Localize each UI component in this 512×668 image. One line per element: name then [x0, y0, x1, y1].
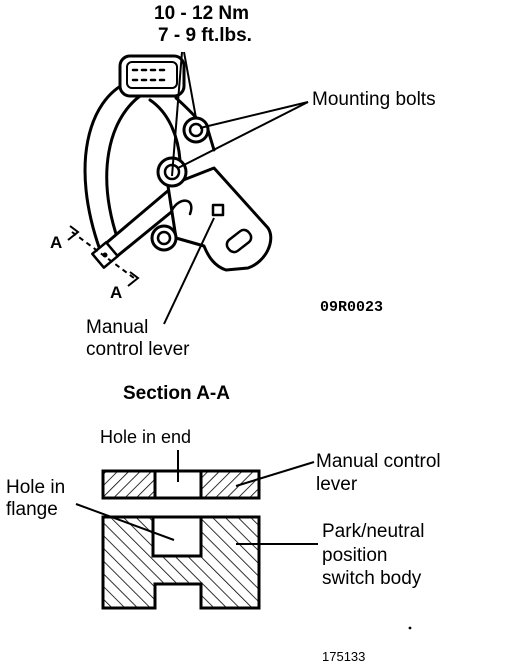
manual-control-lever-label-line2: control lever — [86, 339, 190, 360]
switch-body-label-line2: position — [322, 545, 388, 566]
hole-in-flange-leader — [75, 503, 175, 541]
lever-plate-slot — [225, 228, 253, 254]
manual-control-lever-label-line1: Manual — [86, 317, 149, 338]
section-cut-line — [71, 231, 135, 279]
upper-leader-lines — [67, 51, 309, 325]
mounting-bolt-lower — [150, 224, 178, 252]
switch-body-label-line1: Park/neutral — [322, 521, 425, 542]
lower-leader-lines — [75, 450, 318, 545]
mounting-bolts-leader-lower — [177, 101, 309, 169]
section-marker-upper: A — [50, 233, 63, 252]
switch-body-label-line3: switch body — [322, 568, 422, 589]
figure-code-upper: 09R0023 — [320, 299, 384, 316]
section-flange-hole — [151, 515, 203, 558]
mounting-bolt-upper — [182, 116, 210, 144]
switch-housing-inner-arc — [105, 94, 142, 242]
torque-leader-right — [183, 51, 197, 119]
hole-in-flange-label-line2: flange — [6, 499, 58, 520]
switch-housing-mid — [148, 98, 182, 162]
section-lever-right — [199, 469, 261, 500]
section-lever-leader — [235, 461, 315, 487]
section-lever-left — [101, 469, 157, 500]
torque-leader-left — [171, 51, 183, 177]
section-manual-control-label-line2: lever — [316, 474, 358, 495]
section-title: Section A-A — [123, 383, 230, 404]
switch-housing-outer-arc — [83, 80, 130, 252]
switch-lever-plate — [166, 166, 273, 272]
manual-lever-leader — [163, 217, 215, 325]
mounting-bolts-leader-upper — [199, 101, 309, 129]
stray-mark — [408, 626, 412, 630]
section-manual-control-label-line1: Manual control — [316, 451, 441, 472]
hole-in-end-label: Hole in end — [100, 427, 192, 447]
torque-metric-label: 10 - 12 Nm — [154, 3, 250, 24]
switch-assembly-drawing — [83, 54, 273, 272]
section-marker-lower: A — [110, 283, 123, 302]
figure-code-lower: 175133 — [322, 649, 366, 664]
torque-imperial-label: 7 - 9 ft.lbs. — [158, 25, 252, 46]
section-a-a-drawing — [101, 469, 261, 610]
hole-in-flange-label-line1: Hole in — [6, 477, 66, 498]
electrical-connector — [118, 54, 186, 98]
mounting-bolts-label: Mounting bolts — [312, 89, 436, 110]
